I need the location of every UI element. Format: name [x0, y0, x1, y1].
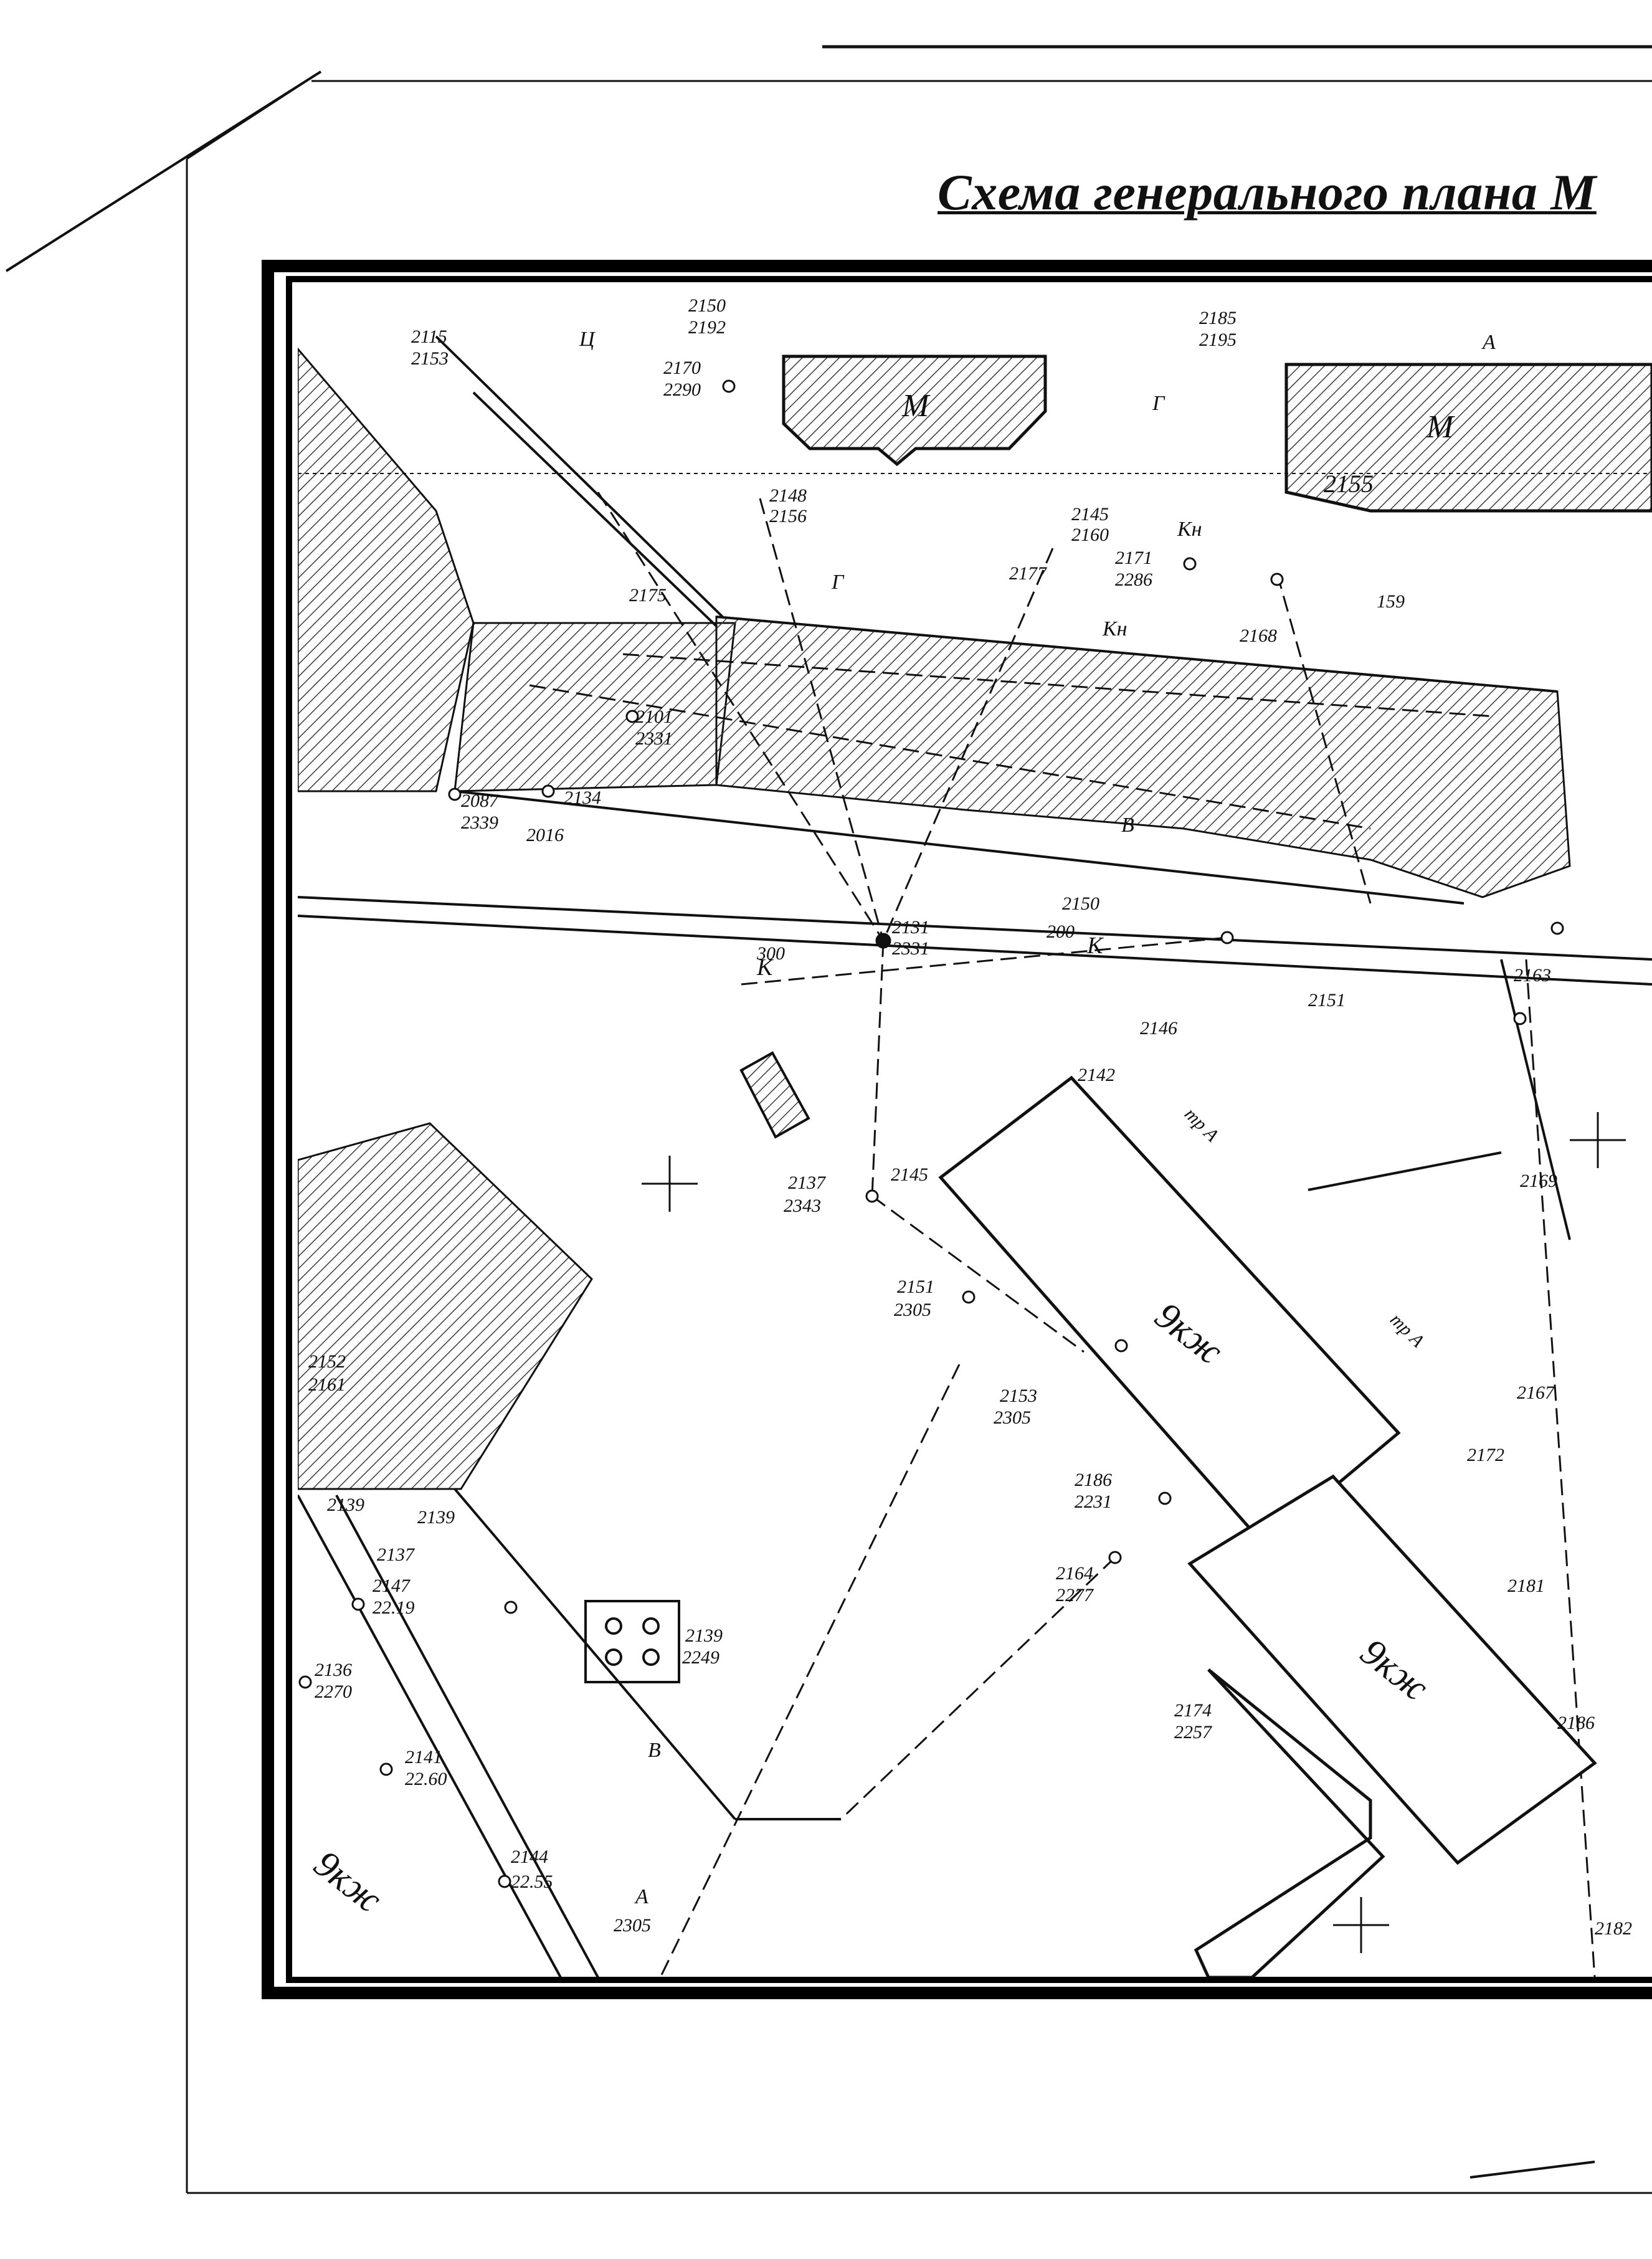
map-label: Кн — [1102, 617, 1127, 640]
map-label: Ц — [579, 328, 596, 351]
map-label: 2170 — [663, 358, 701, 378]
map-label: 2163 — [1514, 965, 1551, 986]
map-label: 2169 — [1520, 1171, 1557, 1191]
map-label: 2101 — [635, 706, 673, 727]
map-frame — [262, 260, 1652, 1999]
tree-grid — [584, 1600, 680, 1683]
map-label: 2139 — [417, 1507, 455, 1528]
map-label: 2150 — [688, 295, 726, 316]
map-label: К — [756, 954, 774, 981]
map-label: 159 — [1377, 591, 1405, 612]
map-label: 2290 — [663, 379, 701, 400]
map-label: А — [1481, 331, 1496, 354]
building-label: М — [1426, 409, 1455, 445]
sheet-border-lines — [5, 45, 1652, 2194]
map-label: тр А — [1386, 1310, 1428, 1352]
map-label: 2131 — [892, 917, 929, 938]
map-label: 2137 — [377, 1544, 415, 1565]
map-label: 2305 — [994, 1407, 1031, 1428]
map-label: 2156 — [769, 506, 807, 526]
map-label: А — [634, 1885, 648, 1908]
map-label: 2305 — [614, 1915, 651, 1936]
map-label: Г — [831, 571, 845, 594]
map-label: 2150 — [1062, 893, 1099, 914]
map-label: 2160 — [1071, 525, 1109, 545]
buildings — [782, 354, 1652, 1977]
map-label: 22.55 — [511, 1871, 553, 1892]
map-label: 2146 — [1140, 1018, 1177, 1039]
map-label: 2182 — [1595, 1918, 1632, 1939]
survey-points — [298, 379, 1564, 1888]
map-label: 2147 — [373, 1576, 411, 1596]
map-label: Г — [1152, 392, 1165, 415]
map-label: 2177 — [1009, 563, 1048, 584]
map-label: 2144 — [511, 1847, 548, 1867]
map-label: 2331 — [892, 938, 929, 959]
map-label: В — [1121, 814, 1134, 837]
map-label: 2153 — [1000, 1386, 1037, 1406]
page-title: Схема генерального плана М — [938, 164, 1597, 221]
annotation-labels: 2150 2192 2170 2290 2185 2195 2148 2156 … — [308, 295, 1632, 1939]
map-label: 2172 — [1467, 1445, 1504, 1465]
map-label: 2134 — [564, 787, 601, 808]
map-label: 2142 — [1078, 1065, 1115, 1085]
map-label: 2152 — [308, 1351, 346, 1372]
map-label: 2305 — [894, 1300, 931, 1320]
grid-crosses — [642, 1112, 1626, 1953]
map-label: 2153 — [411, 348, 449, 369]
map-label: 2115 — [411, 326, 447, 347]
map-label: 2192 — [688, 317, 726, 338]
map-label: 2139 — [327, 1495, 364, 1515]
map-label: 2155 — [1324, 470, 1374, 498]
map-label: 2139 — [685, 1625, 723, 1646]
map-label: 2249 — [682, 1647, 719, 1668]
map-label: 2186 — [1557, 1713, 1595, 1733]
map-label: Кн — [1177, 518, 1202, 541]
map-label: 2186 — [1075, 1470, 1112, 1490]
map-label: 2171 — [1115, 548, 1152, 568]
map-label: 2270 — [315, 1681, 352, 1702]
map-label: 2145 — [891, 1164, 928, 1185]
map-label: 2148 — [769, 485, 807, 506]
building-label: 9кж — [306, 1842, 390, 1921]
map-label: 2277 — [1056, 1585, 1094, 1605]
map-label: 22.19 — [373, 1597, 415, 1618]
map-label: 2185 — [1199, 308, 1237, 328]
map-label: 2175 — [629, 585, 667, 606]
map-label: 2343 — [784, 1196, 821, 1216]
map-label: 2164 — [1056, 1563, 1093, 1584]
map-label: 2136 — [315, 1660, 352, 1680]
map-label: 2137 — [788, 1172, 827, 1193]
map-label: тр А — [1180, 1104, 1223, 1146]
map-label: 2141 — [405, 1747, 442, 1767]
map-label: 2339 — [461, 812, 498, 833]
map-label: 22.60 — [405, 1769, 447, 1789]
map-label: 300 — [756, 943, 785, 964]
map-label: 2161 — [308, 1374, 346, 1395]
map-label: 2167 — [1517, 1382, 1555, 1403]
utility-lines — [529, 492, 1596, 1977]
road-lines — [298, 335, 1652, 1977]
map-label: 2151 — [1308, 990, 1346, 1011]
map-label: 2257 — [1174, 1722, 1213, 1743]
map-label: 2195 — [1199, 330, 1237, 350]
map-label: 2231 — [1075, 1491, 1112, 1512]
map-label: 2286 — [1115, 569, 1152, 590]
map-label: 2145 — [1071, 504, 1109, 525]
map-label: 2087 — [461, 791, 500, 811]
map-label: 2168 — [1240, 625, 1277, 646]
map-label: 200 — [1047, 921, 1075, 942]
map-label: 2331 — [635, 728, 673, 749]
building-label: М — [901, 388, 931, 424]
map-label: В — [648, 1739, 661, 1762]
hatched-areas — [298, 347, 1571, 1490]
map-label: 2174 — [1174, 1700, 1212, 1721]
map-label: 2181 — [1507, 1576, 1545, 1596]
map-label: 2016 — [526, 825, 564, 845]
map-label: К — [1086, 933, 1104, 959]
map-label: 2151 — [897, 1277, 934, 1297]
